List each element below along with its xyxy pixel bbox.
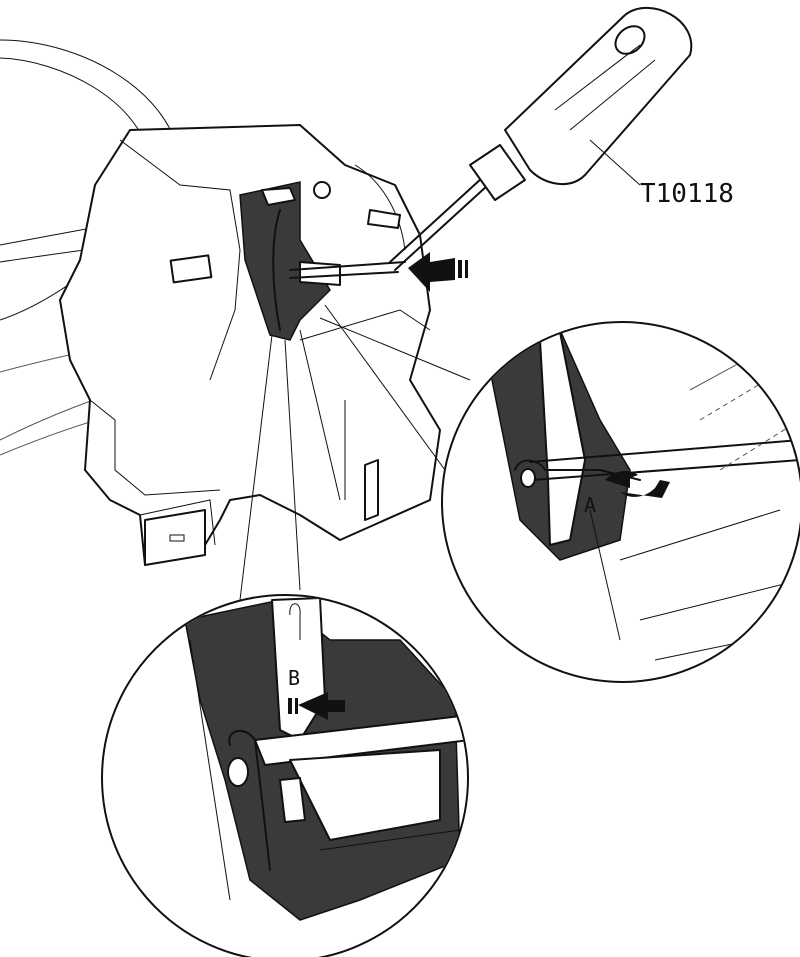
detail-a-label: A — [584, 493, 596, 517]
detail-b-circle: B — [101, 594, 469, 957]
press-arrow-icon — [408, 252, 468, 292]
screwdriver-tool — [289, 6, 693, 279]
housing — [59, 124, 441, 566]
callout-lines — [239, 304, 471, 601]
tool-label: T10118 — [640, 179, 734, 209]
detail-a-circle: A — [441, 321, 800, 683]
detail-b-label: B — [288, 666, 300, 690]
